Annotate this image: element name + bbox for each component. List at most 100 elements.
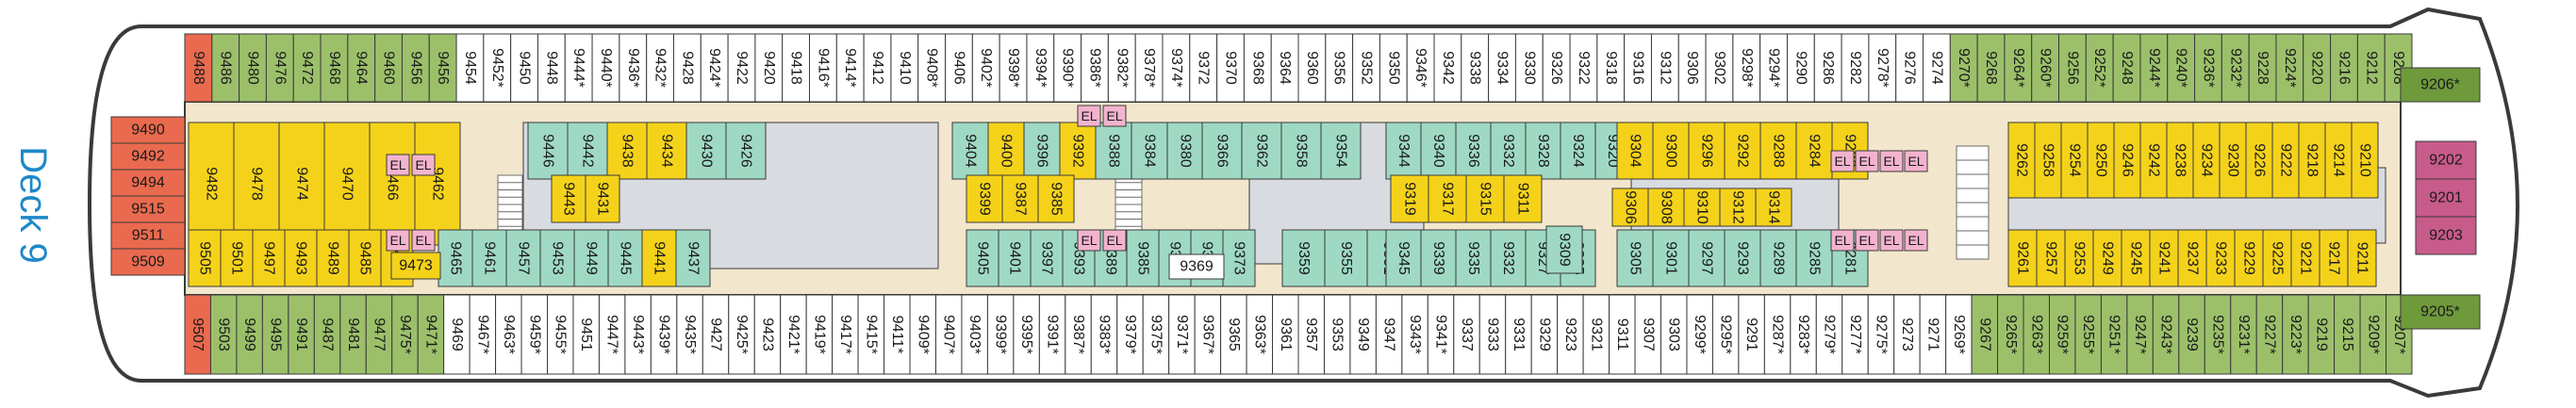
cabin-stbd-outer[interactable]: 9239 <box>2178 294 2205 375</box>
cabin-port-outer[interactable]: 9402* <box>971 33 1000 103</box>
cabin-stbd-outer[interactable]: 9427 <box>702 294 730 375</box>
cabin-port-outer[interactable]: 9450 <box>510 33 538 103</box>
cabin-inner-stbd[interactable]: 9485 <box>348 229 382 287</box>
cabin-inner-port[interactable]: 9388 <box>1095 122 1132 180</box>
cabin-stbd-outer[interactable]: 9329 <box>1530 294 1559 375</box>
cabin-interior[interactable]: 9314 <box>1755 188 1792 227</box>
cabin-stbd-outer[interactable]: 9507 <box>184 294 211 375</box>
cabin-stbd-outer[interactable]: 9219 <box>2307 294 2336 375</box>
cabin-port-outer[interactable]: 9364 <box>1270 33 1299 103</box>
cabin-stbd-outer[interactable]: 9209* <box>2359 294 2387 375</box>
cabin-bow[interactable]: 9201 <box>2415 178 2477 218</box>
cabin-port-outer[interactable]: 9360 <box>1297 33 1327 103</box>
cabin-port-outer[interactable]: 9346* <box>1406 33 1435 103</box>
cabin-port-outer[interactable]: 9352 <box>1352 33 1380 103</box>
cabin-inner-stbd[interactable]: 9457 <box>505 229 541 287</box>
cabin-port-outer[interactable]: 9278* <box>1868 33 1897 103</box>
cabin-port-outer[interactable]: 9248 <box>2112 33 2141 103</box>
cabin-inner-stbd[interactable]: 9229 <box>2234 229 2264 287</box>
cabin-stbd-outer[interactable]: 9343* <box>1401 294 1428 375</box>
cabin-port-outer[interactable]: 9454 <box>455 33 485 103</box>
cabin-port-outer[interactable]: 9212 <box>2356 33 2386 103</box>
cabin-stbd-outer[interactable]: 9391* <box>1038 294 1066 375</box>
cabin-inner-stbd[interactable]: 9289 <box>1759 229 1797 287</box>
cabin-stbd-outer[interactable]: 9463* <box>495 294 522 375</box>
cabin-interior[interactable]: 9309 <box>1545 225 1583 274</box>
cabin-stbd-outer[interactable]: 9471* <box>417 294 445 375</box>
cabin-inner-port[interactable]: 9404 <box>951 122 989 180</box>
cabin-bow[interactable]: 9203 <box>2415 216 2477 255</box>
cabin-inner-stbd[interactable]: 9461 <box>471 229 507 287</box>
cabin-port-outer[interactable]: 9274 <box>1923 33 1951 103</box>
cabin-port-outer[interactable]: 9378* <box>1134 33 1164 103</box>
cabin-bow[interactable]: 9206* <box>2400 67 2481 103</box>
cabin-inner-port[interactable]: 9384 <box>1131 122 1168 180</box>
cabin-port-outer[interactable]: 9216 <box>2330 33 2358 103</box>
cabin-port-outer[interactable]: 9386* <box>1081 33 1109 103</box>
cabin-inner-port[interactable]: 9292 <box>1724 122 1761 180</box>
cabin-inner-port[interactable]: 9358 <box>1280 122 1322 180</box>
cabin-inner-port[interactable]: 9362 <box>1241 122 1282 180</box>
cabin-port-outer[interactable]: 9390* <box>1053 33 1082 103</box>
cabin-inner-port[interactable]: 9304 <box>1616 122 1654 180</box>
cabin-inner-stbd[interactable]: 9397 <box>1030 229 1064 287</box>
cabin-stbd-outer[interactable]: 9307 <box>1634 294 1662 375</box>
cabin-inner-port[interactable]: 9238 <box>2166 122 2194 199</box>
cabin-inner-port[interactable]: 9230 <box>2219 122 2247 199</box>
cabin-port-outer[interactable]: 9318 <box>1596 33 1626 103</box>
cabin-inner-stbd[interactable]: 9441 <box>641 229 677 287</box>
cabin-interior[interactable]: 9312 <box>1719 188 1757 227</box>
cabin-stbd-outer[interactable]: 9467* <box>469 294 497 375</box>
cabin-port-outer[interactable]: 9382* <box>1107 33 1136 103</box>
cabin-stbd-outer[interactable]: 9495 <box>261 294 289 375</box>
cabin-stbd-outer[interactable]: 9277* <box>1841 294 1869 375</box>
cabin-inner-port[interactable]: 9478 <box>233 122 280 246</box>
cabin-inner-port[interactable]: 9296 <box>1688 122 1726 180</box>
cabin-stbd-outer[interactable]: 9347 <box>1375 294 1403 375</box>
cabin-port-outer[interactable]: 9342 <box>1433 33 1462 103</box>
cabin-port-outer[interactable]: 9350 <box>1379 33 1408 103</box>
cabin-port-outer[interactable]: 9410 <box>890 33 919 103</box>
cabin-port-outer[interactable]: 9302 <box>1705 33 1734 103</box>
cabin-port-outer[interactable]: 9338 <box>1461 33 1490 103</box>
cabin-port-outer[interactable]: 9368 <box>1243 33 1272 103</box>
cabin-stbd-outer[interactable]: 9259* <box>2048 294 2076 375</box>
cabin-stbd-outer[interactable]: 9353 <box>1323 294 1351 375</box>
cabin-stbd-outer[interactable]: 9367* <box>1194 294 1222 375</box>
cabin-port-outer[interactable]: 9398* <box>999 33 1028 103</box>
cabin-port-outer[interactable]: 9436* <box>619 33 648 103</box>
cabin-stbd-outer[interactable]: 9365 <box>1220 294 1247 375</box>
cabin-port-outer[interactable]: 9432* <box>646 33 674 103</box>
cabin-inner-stbd[interactable]: 9489 <box>316 229 350 287</box>
cabin-stbd-outer[interactable]: 9215 <box>2334 294 2361 375</box>
cabin-stbd-outer[interactable]: 9243* <box>2152 294 2180 375</box>
cabin-inner-port[interactable]: 9254 <box>2060 122 2089 199</box>
cabin-stbd-outer[interactable]: 9419* <box>805 294 834 375</box>
cabin-port-outer[interactable]: 9220 <box>2303 33 2332 103</box>
cabin-interior[interactable]: 9369 <box>1168 253 1225 280</box>
cabin-port-outer[interactable]: 9456 <box>428 33 457 103</box>
cabin-stbd-outer[interactable]: 9251* <box>2100 294 2128 375</box>
cabin-port-outer[interactable]: 9452* <box>483 33 512 103</box>
cabin-inner-stbd[interactable]: 9297 <box>1688 229 1726 287</box>
cabin-stbd-outer[interactable]: 9383* <box>1090 294 1118 375</box>
cabin-inner-stbd[interactable]: 9501 <box>220 229 254 287</box>
cabin-port-outer[interactable]: 9256 <box>2058 33 2087 103</box>
cabin-inner-stbd[interactable]: 9253 <box>2064 229 2094 287</box>
cabin-inner-stbd[interactable]: 9301 <box>1652 229 1690 287</box>
cabin-interior[interactable]: 9317 <box>1428 174 1467 223</box>
cabin-port-outer[interactable]: 9372 <box>1189 33 1218 103</box>
cabin-inner-port[interactable]: 9392 <box>1059 122 1097 180</box>
cabin-stbd-outer[interactable]: 9341* <box>1427 294 1455 375</box>
cabin-inner-port[interactable]: 9234 <box>2192 122 2221 199</box>
cabin-port-outer[interactable]: 9420 <box>754 33 784 103</box>
cabin-inner-stbd[interactable]: 9505 <box>188 229 222 287</box>
cabin-inner-stbd[interactable]: 9401 <box>998 229 1032 287</box>
cabin-inner-stbd[interactable]: 9332 <box>1490 229 1527 287</box>
cabin-stbd-outer[interactable]: 9231* <box>2230 294 2257 375</box>
cabin-port-outer[interactable]: 9224* <box>2275 33 2304 103</box>
cabin-stbd-outer[interactable]: 9491 <box>288 294 315 375</box>
cabin-inner-port[interactable]: 9446 <box>527 122 569 180</box>
cabin-stbd-outer[interactable]: 9451 <box>572 294 600 375</box>
cabin-forward[interactable]: 9492 <box>110 142 186 171</box>
